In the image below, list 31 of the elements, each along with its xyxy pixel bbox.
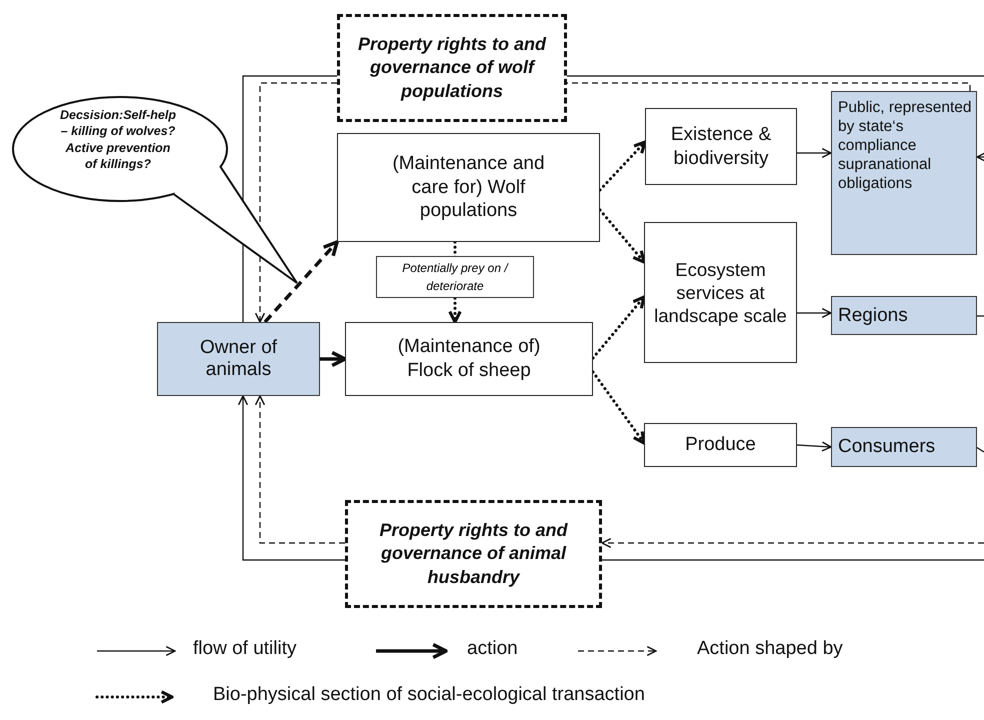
legend-text: Action shaped by bbox=[697, 638, 843, 660]
legend-text: flow of utility bbox=[193, 638, 296, 660]
bubble-text: Decsision:Self-help – killing of wolves? Active prevention of killings? bbox=[59, 107, 177, 172]
arrow bbox=[254, 395, 345, 544]
arrow bbox=[976, 152, 984, 162]
process-box: Existence & biodiversity bbox=[645, 108, 797, 185]
arrow bbox=[598, 140, 647, 192]
connector-line bbox=[977, 315, 984, 317]
legend-text: action bbox=[467, 638, 518, 660]
legend-text: Bio-physical section of social-ecological transaction bbox=[213, 684, 645, 706]
governance-box: Property rights to and governance of wolf populations bbox=[337, 14, 567, 122]
process-box: (Maintenance and care for) Wolf populations bbox=[337, 133, 600, 242]
arrow bbox=[797, 308, 832, 318]
arrow bbox=[254, 82, 337, 323]
arrow bbox=[592, 295, 646, 360]
arrow bbox=[592, 370, 646, 445]
actor-box: Consumers bbox=[831, 427, 977, 467]
arrow bbox=[796, 441, 832, 452]
governance-box: Property rights to and governance of animal husbandry bbox=[345, 500, 602, 608]
arrow bbox=[601, 538, 984, 548]
arrow bbox=[264, 240, 339, 324]
actor-box: Owner of animals bbox=[157, 322, 320, 396]
arrow bbox=[320, 350, 347, 368]
process-box: Produce bbox=[644, 423, 797, 467]
actor-box: Public, represented by state‘s compliance supranational obligations bbox=[831, 91, 977, 255]
actor-box: Regions bbox=[831, 296, 977, 335]
edge-label: Potentially prey on / deteriorate bbox=[376, 256, 534, 298]
arrow bbox=[598, 208, 646, 264]
process-box: (Maintenance of) Flock of sheep bbox=[345, 322, 593, 396]
arrow bbox=[797, 148, 832, 158]
process-box: Ecosystem services at landscape scale bbox=[644, 222, 797, 363]
